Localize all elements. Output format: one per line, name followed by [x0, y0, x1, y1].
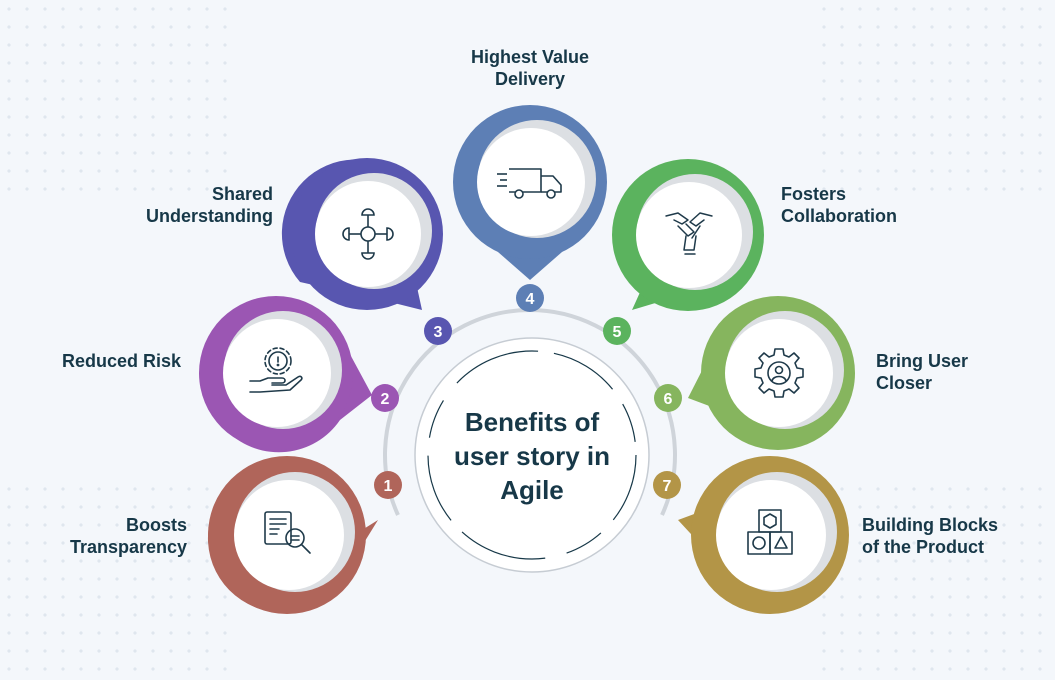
document-search-icon — [264, 511, 311, 554]
step-badge-1 — [374, 471, 402, 499]
step-badge-2 — [371, 384, 399, 412]
dot-pattern — [0, 0, 240, 200]
network-nodes-icon — [342, 208, 394, 260]
step-badge-4 — [516, 284, 544, 312]
benefit-item-5 — [603, 159, 764, 345]
step-badge-7 — [653, 471, 681, 499]
benefit-item-2 — [199, 296, 399, 453]
title-line: Benefits of — [464, 407, 600, 437]
step-number-3: 3 — [434, 324, 443, 341]
step-number-6: 6 — [664, 391, 673, 408]
dot-pattern — [815, 0, 1055, 200]
step-number-5: 5 — [613, 324, 622, 341]
dot-pattern — [0, 480, 240, 680]
benefit-item-6 — [654, 296, 855, 450]
benefit-item-4 — [453, 105, 607, 312]
risk-hand-gear-icon — [249, 347, 303, 393]
step-number-4: 4 — [526, 291, 535, 308]
benefit-item-1 — [207, 456, 402, 614]
diagram-title: Benefits of user story in Agile — [432, 405, 632, 507]
delivery-truck-icon — [497, 168, 562, 199]
center-circle — [414, 337, 650, 573]
step-number-7: 7 — [663, 478, 672, 495]
benefit-item-3 — [281, 158, 452, 345]
step-number-2: 2 — [381, 391, 390, 408]
title-line: Agile — [500, 475, 564, 505]
benefit-item-7 — [653, 456, 849, 614]
step-badge-5 — [603, 317, 631, 345]
step-number-1: 1 — [384, 478, 393, 495]
stacked-hands-icon — [665, 212, 713, 255]
step-badge-6 — [654, 384, 682, 412]
title-line: user story in — [453, 441, 611, 471]
building-blocks-icon — [747, 509, 793, 555]
dot-pattern — [815, 480, 1055, 680]
user-gear-icon — [754, 348, 804, 398]
benefit-label-2: Reduced Risk — [61, 351, 181, 371]
step-badge-3 — [424, 317, 452, 345]
